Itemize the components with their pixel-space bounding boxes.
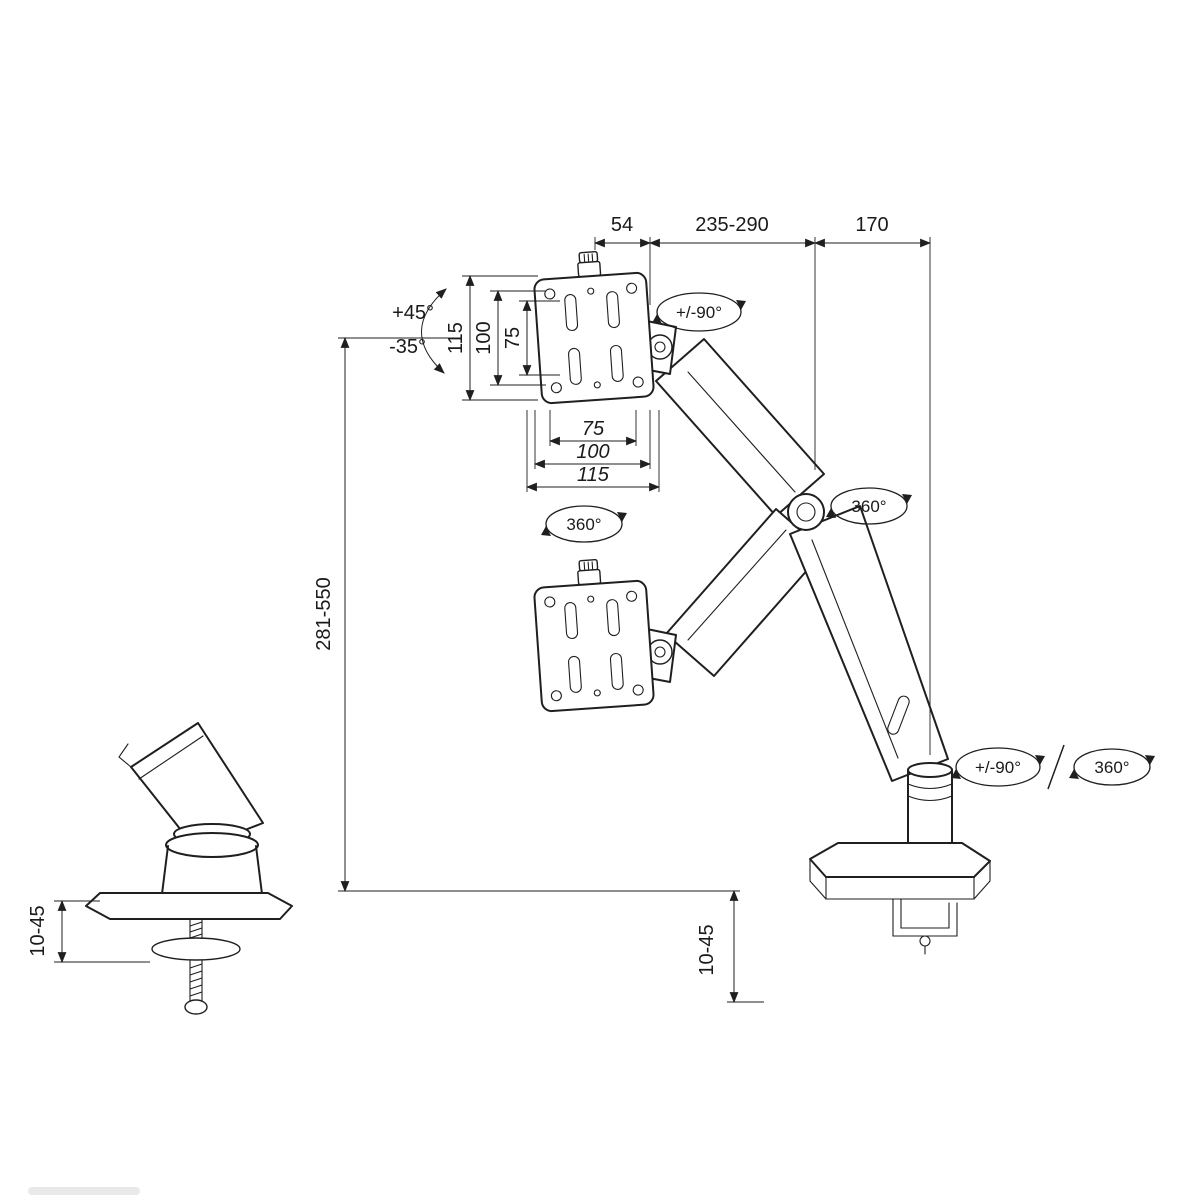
base-post [907, 762, 953, 846]
dim-label-tilt-up: +45° [392, 302, 434, 324]
rot-label-head-swivel: +/-90° [676, 303, 722, 322]
side-view-riser [161, 823, 263, 895]
rot-label-base-360: 360° [1094, 758, 1129, 777]
rot-label-arm-360: 360° [851, 497, 886, 516]
dim-label-clamp-left: 10-45 [27, 905, 49, 956]
gas-spring-arm [789, 505, 949, 782]
vesa-plate-upper [531, 247, 656, 405]
rotation-base-360: 360° [1069, 748, 1155, 786]
upper-arm-link [655, 338, 825, 517]
side-view-clamp-screw [151, 918, 241, 1015]
dim-label-height: 281-550 [313, 577, 335, 650]
dim-label-235-290: 235-290 [695, 214, 768, 236]
dimension-top-chain: 54 235-290 170 [593, 214, 932, 755]
dim-label-h75: 75 [582, 418, 605, 440]
dim-label-54: 54 [611, 214, 633, 236]
dimension-clamp-bottom: 10-45 [696, 889, 764, 1004]
dim-label-170: 170 [855, 214, 888, 236]
rotation-head-swivel: +/-90° [652, 292, 746, 332]
side-view-arm-stub [118, 722, 264, 850]
dim-label-h100: 100 [576, 441, 609, 463]
dim-label-clamp-bottom: 10-45 [696, 924, 718, 975]
side-view-base-plate [85, 892, 293, 920]
rotation-arm-360: 360° [826, 487, 912, 525]
dim-label-h115: 115 [577, 464, 610, 486]
dimension-clamp-left: 10-45 [27, 899, 150, 964]
rotation-separator-slash [1047, 744, 1065, 790]
rotation-vesa-360: 360° [541, 505, 627, 543]
dim-label-tilt-down: -35° [389, 336, 426, 358]
bottom-left-gray-artifact [28, 1187, 140, 1195]
rot-label-vesa-360: 360° [566, 515, 601, 534]
vesa-plate-lower [531, 555, 656, 713]
dimension-tilt: +45° -35° [389, 288, 447, 374]
elbow-joint [787, 493, 825, 531]
rotation-base-swivel: +/-90° [951, 747, 1045, 787]
dimension-height-range: 281-550 [313, 336, 740, 893]
dim-label-v100: 100 [473, 321, 495, 354]
dimension-vesa-horizontal: 75 100 115 [525, 410, 661, 492]
rot-label-base-swivel: +/-90° [975, 758, 1021, 777]
desk-clamp-base [809, 842, 991, 955]
dim-label-v75: 75 [502, 327, 524, 349]
